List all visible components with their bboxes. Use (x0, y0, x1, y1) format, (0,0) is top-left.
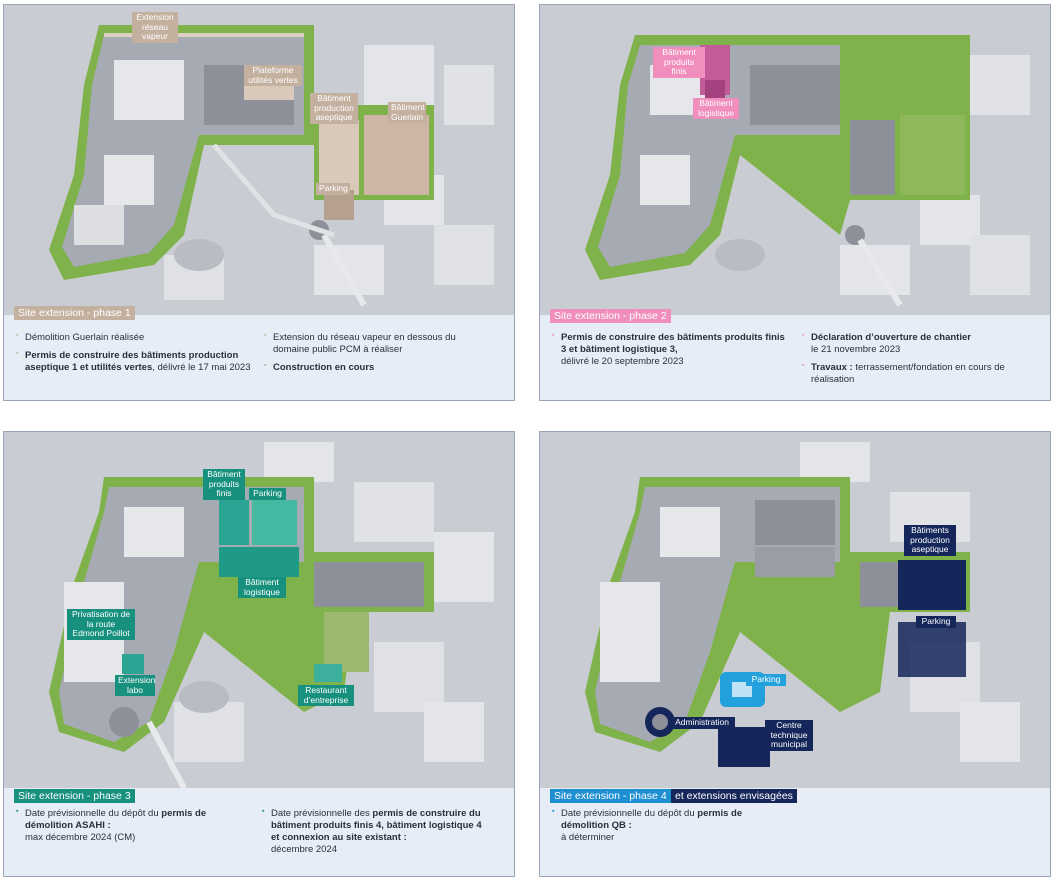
phase-info: Permis de construire des bâtiments produ… (540, 315, 1050, 400)
info-column-right: Extension du réseau vapeur en dessous du… (264, 332, 459, 380)
site-map-phase-4: Bâtiments production aseptique Parking P… (540, 432, 1050, 788)
phase-3-panel: Bâtiment produits finis Parking Bâtiment… (3, 431, 515, 877)
label-logistic-building: Bâtiment logistique (693, 98, 739, 120)
site-map-phase-3: Bâtiment produits finis Parking Bâtiment… (4, 432, 514, 788)
bullet-item: Date prévisionnelle du dépôt du permis d… (552, 808, 782, 844)
site-plan-illustration (540, 432, 1050, 788)
bullet-item: Construction en cours (264, 362, 459, 374)
label-road-privatisation: Privatisation de la route Edmond Poillot (67, 609, 135, 640)
label-aseptic-buildings: Bâtiments production aseptique (904, 525, 956, 556)
label-parking: Parking (249, 488, 286, 500)
label-parking: Parking (316, 183, 350, 195)
phase-tag: Site extension - phase 1 (14, 306, 135, 320)
label-aseptic-building: Bâtiment production aseptique (310, 93, 358, 124)
site-map-phase-1: Extension réseau vapeur Plateforme utili… (4, 5, 514, 315)
info-column-left: Date prévisionnelle du dépôt du permis d… (16, 808, 236, 850)
label-administration: Administration (669, 717, 735, 729)
bullet-item: Travaux : terrassement/fondation en cour… (802, 362, 1027, 386)
info-column-right: Date prévisionnelle des permis de constr… (262, 808, 487, 863)
info-column-left: Démolition Guerlain réalisée Permis de c… (16, 332, 251, 380)
label-green-utilities: Plateforme utilités vertes (244, 65, 302, 87)
label-logistic-building: Bâtiment logistique (238, 577, 286, 599)
label-guerlain-building: Bâtiment Guerlain (388, 102, 426, 124)
phase-tag: Site extension - phase 4 (550, 789, 671, 803)
label-company-restaurant: Restaurant d’entreprise (298, 685, 354, 707)
info-column-left: Date prévisionnelle du dépôt du permis d… (552, 808, 782, 850)
phase-2-panel: Bâtiment produits finis Bâtiment logisti… (539, 4, 1051, 401)
bullet-item: Date prévisionnelle du dépôt du permis d… (16, 808, 236, 844)
phase-tag-extensions: et extensions envisagées (671, 789, 797, 803)
phase-4-panel: Bâtiments production aseptique Parking P… (539, 431, 1051, 877)
label-steam-network: Extension réseau vapeur (132, 12, 178, 43)
label-parking-cyan: Parking (746, 674, 786, 686)
bullet-item: Permis de construire des bâtiments produ… (16, 350, 251, 374)
phase-tag: Site extension - phase 2 (550, 309, 671, 323)
label-parking-navy: Parking (916, 616, 956, 628)
label-lab-extension: Extension labo (115, 675, 155, 697)
bullet-item: Démolition Guerlain réalisée (16, 332, 251, 344)
label-municipal-technical-centre: Centre technique municipal (765, 720, 813, 751)
site-plan-illustration (4, 5, 514, 315)
site-plan-illustration (540, 5, 1050, 315)
info-column-left: Permis de construire des bâtiments produ… (552, 332, 792, 374)
bullet-item: Extension du réseau vapeur en dessous du… (264, 332, 459, 356)
bullet-item: Date prévisionnelle des permis de constr… (262, 808, 487, 857)
phase-tag: Site extension - phase 3 (14, 789, 135, 803)
phase-info: Démolition Guerlain réalisée Permis de c… (4, 315, 514, 400)
label-finished-products-building: Bâtiment produits finis (203, 469, 245, 500)
bullet-item: Permis de construire des bâtiments produ… (552, 332, 792, 368)
label-finished-products-building: Bâtiment produits finis (653, 47, 705, 78)
site-map-phase-2: Bâtiment produits finis Bâtiment logisti… (540, 5, 1050, 315)
phase-1-panel: Extension réseau vapeur Plateforme utili… (3, 4, 515, 401)
